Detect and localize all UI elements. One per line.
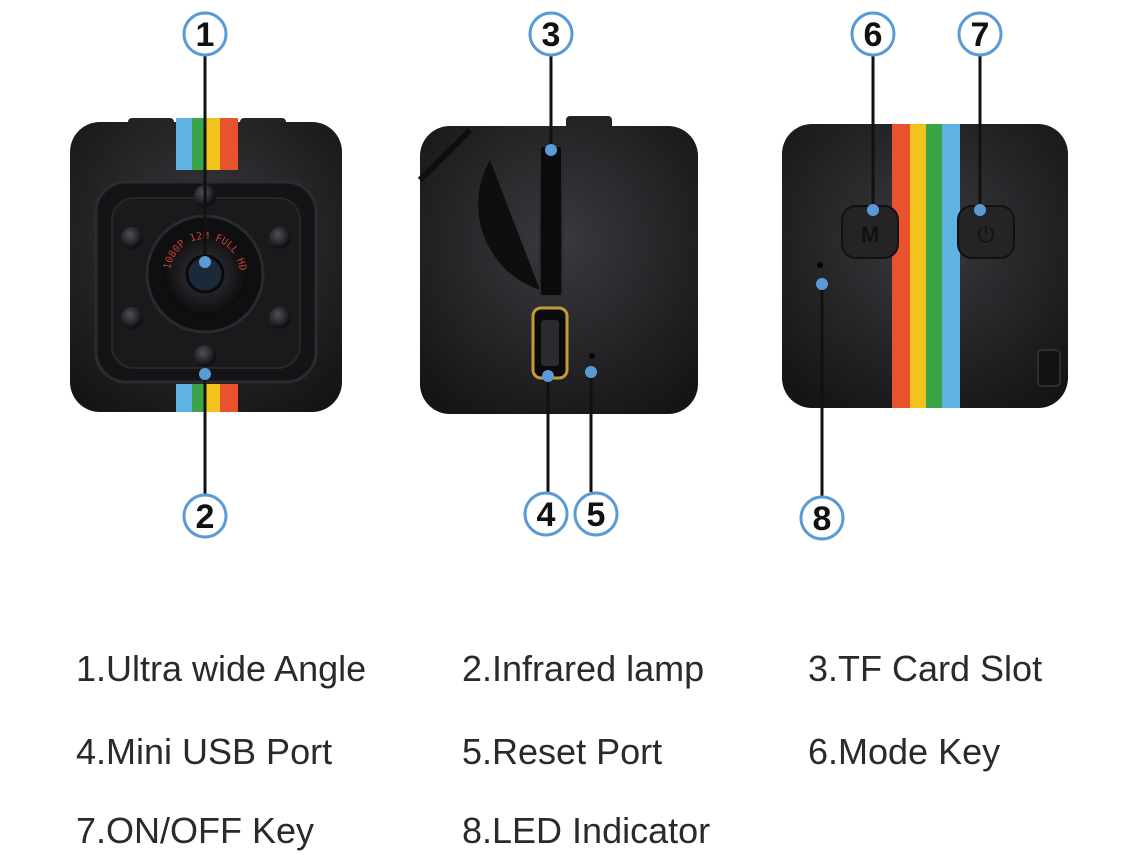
marker-2 <box>199 368 211 380</box>
mode-key-label: M <box>861 222 879 247</box>
callout-5-number: 5 <box>587 496 606 534</box>
callout-3-number: 3 <box>542 16 561 54</box>
back-stripe-green <box>926 124 942 408</box>
ir-led-bottom-right <box>269 307 291 329</box>
front-bottom-stripe-blue <box>176 384 192 412</box>
marker-7 <box>974 204 986 216</box>
legend-item-ultra-wide-angle: 1.Ultra wide Angle <box>76 648 367 689</box>
ir-led-bottom-left <box>121 307 143 329</box>
legend-item-tf-card-slot: 3.TF Card Slot <box>808 648 1043 689</box>
legend-item-led-indicator: 8.LED Indicator <box>462 810 711 851</box>
legend-item-on-off-key: 7.ON/OFF Key <box>76 810 315 851</box>
callout-markers <box>199 144 986 382</box>
front-top-stripe-red <box>220 118 238 170</box>
callout-2: 2 <box>182 493 228 539</box>
legend-item-mini-usb-port: 4.Mini USB Port <box>76 731 333 772</box>
callout-2-number: 2 <box>196 498 215 536</box>
marker-1 <box>199 256 211 268</box>
callout-3: 3 <box>528 11 574 57</box>
marker-3 <box>545 144 557 156</box>
front-top-stripe-yellow <box>206 118 220 170</box>
callout-7: 7 <box>957 11 1003 57</box>
callout-7-number: 7 <box>971 16 990 54</box>
front-bottom-stripe-green <box>192 384 206 412</box>
tf-card-slot <box>539 145 563 297</box>
marker-4 <box>542 370 554 382</box>
back-lanyard-loop <box>1037 349 1061 387</box>
ir-led-top-left <box>121 227 143 249</box>
power-key-icon: ⏻ <box>977 223 994 248</box>
ir-led-bottom <box>194 345 216 367</box>
callout-circles: 1 2 3 4 5 6 7 8 <box>182 11 1003 541</box>
leader-lines <box>203 54 982 496</box>
legend-item-infrared-lamp: 2.Infrared lamp <box>462 648 705 689</box>
callout-8: 8 <box>799 495 845 541</box>
camera-diagram: 1080P 12M FULL HD M ⏻ <box>70 11 1068 541</box>
marker-5 <box>585 366 597 378</box>
callout-1-number: 1 <box>196 16 215 54</box>
front-bottom-stripe-red <box>220 384 238 412</box>
callout-4: 4 <box>523 491 569 537</box>
back-stripe-yellow <box>910 124 926 408</box>
legend-item-reset-port: 5.Reset Port <box>462 731 663 772</box>
back-stripe-blue <box>942 124 960 408</box>
mini-usb-port-inner <box>541 320 559 366</box>
marker-6 <box>867 204 879 216</box>
back-stripe-red <box>892 124 910 408</box>
callout-6-number: 6 <box>864 16 883 54</box>
ir-led-top-right <box>269 227 291 249</box>
front-view: 1080P 12M FULL HD <box>70 118 342 412</box>
front-top-stripe-green <box>192 118 206 170</box>
front-bottom-stripe-yellow <box>206 384 220 412</box>
callout-6: 6 <box>850 11 896 57</box>
led-indicator-hole <box>817 262 823 268</box>
callout-8-number: 8 <box>813 500 832 538</box>
side-lanyard-notch <box>417 127 473 183</box>
callout-5: 5 <box>573 491 619 537</box>
back-view: M ⏻ <box>782 124 1068 408</box>
legend-item-mode-key: 6.Mode Key <box>808 731 1001 772</box>
callout-1: 1 <box>182 11 228 57</box>
marker-8 <box>816 278 828 290</box>
side-view <box>417 116 698 414</box>
side-slot-recess <box>478 160 540 290</box>
front-top-stripe-blue <box>176 118 192 170</box>
reset-port-hole <box>589 353 595 359</box>
callout-4-number: 4 <box>537 496 556 534</box>
power-key[interactable] <box>957 205 1015 259</box>
